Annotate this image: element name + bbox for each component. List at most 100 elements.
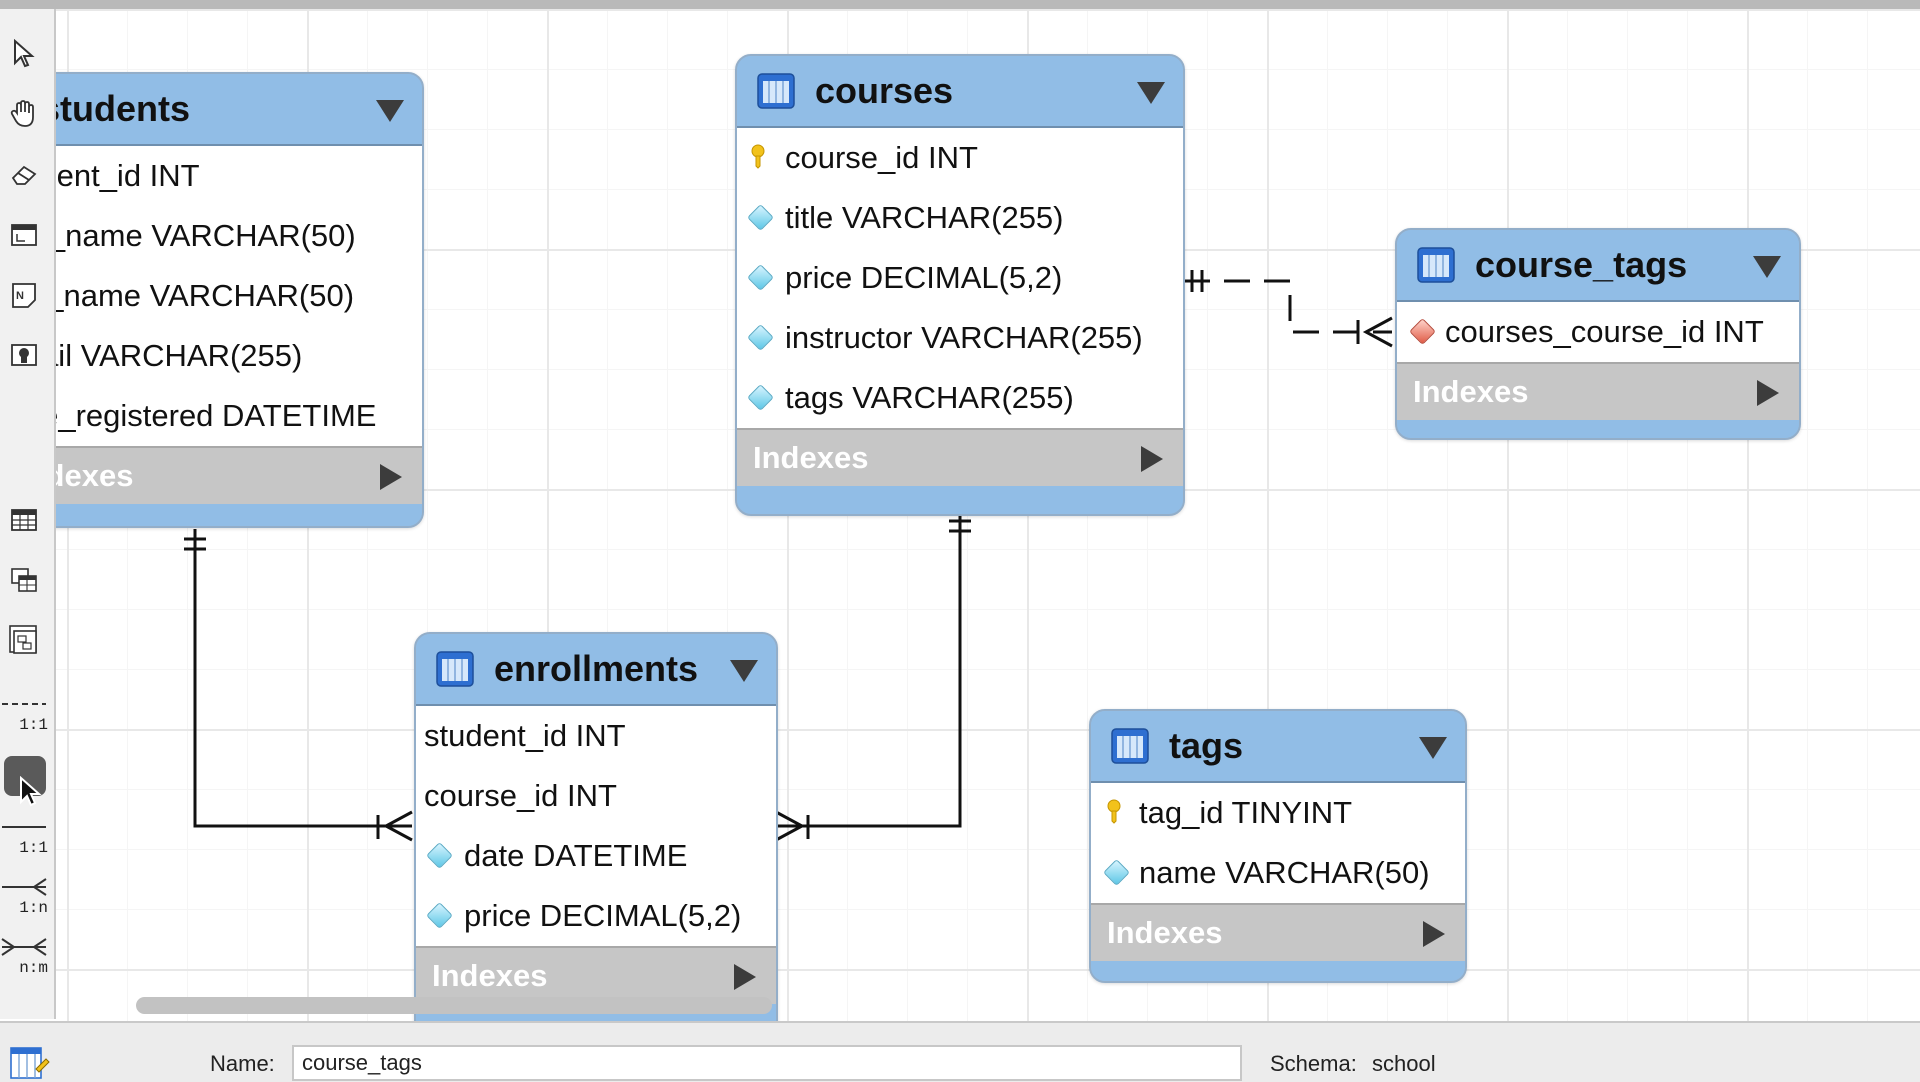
horizontal-scrollbar-thumb[interactable]	[136, 997, 772, 1014]
table-header[interactable]: courses	[737, 56, 1183, 126]
relationship-1-n-non-identifying-tool[interactable]	[0, 754, 50, 812]
one-to-one-icon	[2, 826, 46, 828]
column-row[interactable]: courses_course_id INT	[1397, 302, 1799, 362]
table-header[interactable]: course_tags	[1397, 230, 1799, 300]
collapse-arrow-icon[interactable]	[376, 100, 404, 122]
collapse-arrow-icon[interactable]	[1419, 737, 1447, 759]
properties-bar: Name: Schema: school	[0, 1021, 1920, 1082]
relationship-label: 1:1	[19, 839, 48, 857]
collapse-arrow-icon[interactable]	[1137, 82, 1165, 104]
hand-tool[interactable]	[6, 97, 42, 131]
table-courses[interactable]: courses course_id INT title VARCHAR(255)…	[735, 54, 1185, 516]
svg-text:N: N	[16, 290, 24, 302]
column-icon	[747, 264, 774, 291]
indexes-label: Indexes	[432, 958, 548, 993]
indexes-section[interactable]: Indexes	[737, 428, 1183, 486]
table-icon	[436, 651, 474, 687]
relationship-1-1-non-identifying-tool[interactable]: 1:1	[0, 694, 50, 752]
table-title: enrollments	[494, 648, 699, 689]
expand-arrow-icon[interactable]	[1141, 446, 1163, 472]
column-row[interactable]: date_registered DATETIME	[56, 386, 422, 446]
column-row[interactable]: tag_id TINYINT	[1091, 783, 1465, 843]
column-row[interactable]: course_id INT	[416, 766, 776, 826]
table-icon	[11, 509, 37, 531]
primary-key-icon	[1107, 799, 1121, 824]
table-students[interactable]: students student_id INT first_name VARCH…	[56, 72, 424, 528]
column-label: instructor VARCHAR(255)	[785, 320, 1143, 355]
relationship-label: n:m	[19, 959, 48, 977]
image-tool[interactable]	[6, 338, 42, 372]
one-to-many-icon	[2, 878, 47, 896]
column-label: date DATETIME	[464, 838, 688, 873]
table-editor-icon	[10, 1047, 50, 1079]
table-title: students	[56, 88, 191, 129]
collapse-arrow-icon[interactable]	[1753, 256, 1781, 278]
table-tags[interactable]: tags tag_id TINYINT name VARCHAR(50) Ind…	[1089, 709, 1467, 983]
layer-tool[interactable]	[6, 218, 42, 252]
indexes-section[interactable]: Indexes	[1397, 362, 1799, 420]
note-icon: N	[12, 283, 36, 308]
table-enrollments[interactable]: enrollments student_id INT course_id INT…	[414, 632, 778, 1021]
column-row[interactable]: date DATETIME	[416, 826, 776, 886]
cursor-arrow-icon	[20, 776, 42, 807]
table-name-input[interactable]	[292, 1045, 1242, 1081]
relationship-label: 1:n	[19, 899, 48, 917]
column-label: course_id INT	[785, 140, 978, 175]
column-row[interactable]: instructor VARCHAR(255)	[737, 308, 1183, 368]
column-icon	[426, 902, 453, 929]
expand-arrow-icon[interactable]	[734, 964, 756, 990]
column-row[interactable]: price DECIMAL(5,2)	[416, 886, 776, 946]
column-row[interactable]: email VARCHAR(255)	[56, 326, 422, 386]
foreign-key-icon	[1409, 318, 1436, 345]
note-tool[interactable]: N	[6, 278, 42, 312]
collapse-arrow-icon[interactable]	[730, 660, 758, 682]
indexes-label: Indexes	[753, 440, 869, 475]
table-footer	[1397, 420, 1799, 438]
column-label: courses_course_id INT	[1445, 314, 1764, 349]
column-row[interactable]: title VARCHAR(255)	[737, 188, 1183, 248]
expand-arrow-icon[interactable]	[380, 464, 402, 490]
table-tool[interactable]	[6, 503, 42, 537]
column-row[interactable]: tags VARCHAR(255)	[737, 368, 1183, 428]
table-header[interactable]: enrollments	[416, 634, 776, 704]
table-icon	[1417, 247, 1455, 283]
view-tool[interactable]	[6, 563, 42, 597]
column-label: email VARCHAR(255)	[56, 338, 303, 373]
relationship-courses-course-tags[interactable]	[1184, 270, 1393, 348]
eraser-tool[interactable]	[6, 157, 42, 191]
column-row[interactable]: price DECIMAL(5,2)	[737, 248, 1183, 308]
table-header[interactable]: students	[56, 74, 422, 144]
primary-key-icon	[751, 144, 765, 169]
column-row[interactable]: course_id INT	[737, 128, 1183, 188]
table-title: course_tags	[1475, 244, 1688, 285]
column-label: price DECIMAL(5,2)	[785, 260, 1063, 295]
column-row[interactable]: student_id INT	[416, 706, 776, 766]
column-row[interactable]: last_name VARCHAR(50)	[56, 266, 422, 326]
column-row[interactable]: name VARCHAR(50)	[1091, 843, 1465, 903]
column-label: tag_id TINYINT	[1139, 795, 1353, 830]
table-course-tags[interactable]: course_tags courses_course_id INT Indexe…	[1395, 228, 1801, 440]
relationship-courses-enrollments[interactable]	[775, 509, 971, 842]
table-footer	[1091, 961, 1465, 981]
routine-group-tool[interactable]	[6, 623, 42, 657]
pointer-tool[interactable]	[6, 37, 42, 71]
indexes-label: Indexes	[56, 458, 134, 493]
relationship-students-enrollments[interactable]	[184, 529, 413, 842]
diagram-canvas[interactable]: students student_id INT first_name VARCH…	[56, 9, 1920, 1021]
relationship-n-m-tool[interactable]: n:m	[0, 937, 50, 995]
indexes-section[interactable]: Indexes	[416, 946, 776, 1004]
column-list: student_id INT first_name VARCHAR(50) la…	[56, 144, 422, 446]
column-row[interactable]: student_id INT	[56, 146, 422, 206]
column-row[interactable]: first_name VARCHAR(50)	[56, 206, 422, 266]
layer-icon	[11, 224, 37, 246]
expand-arrow-icon[interactable]	[1757, 380, 1779, 406]
relationship-1-n-identifying-tool[interactable]: 1:n	[0, 877, 50, 935]
many-to-many-icon	[1, 938, 47, 956]
indexes-section[interactable]: Indexes	[56, 446, 422, 504]
indexes-label: Indexes	[1107, 915, 1223, 950]
indexes-section[interactable]: Indexes	[1091, 903, 1465, 961]
table-header[interactable]: tags	[1091, 711, 1465, 781]
one-to-one-dashed-icon	[2, 703, 46, 705]
expand-arrow-icon[interactable]	[1423, 921, 1445, 947]
relationship-1-1-identifying-tool[interactable]: 1:1	[0, 817, 50, 875]
